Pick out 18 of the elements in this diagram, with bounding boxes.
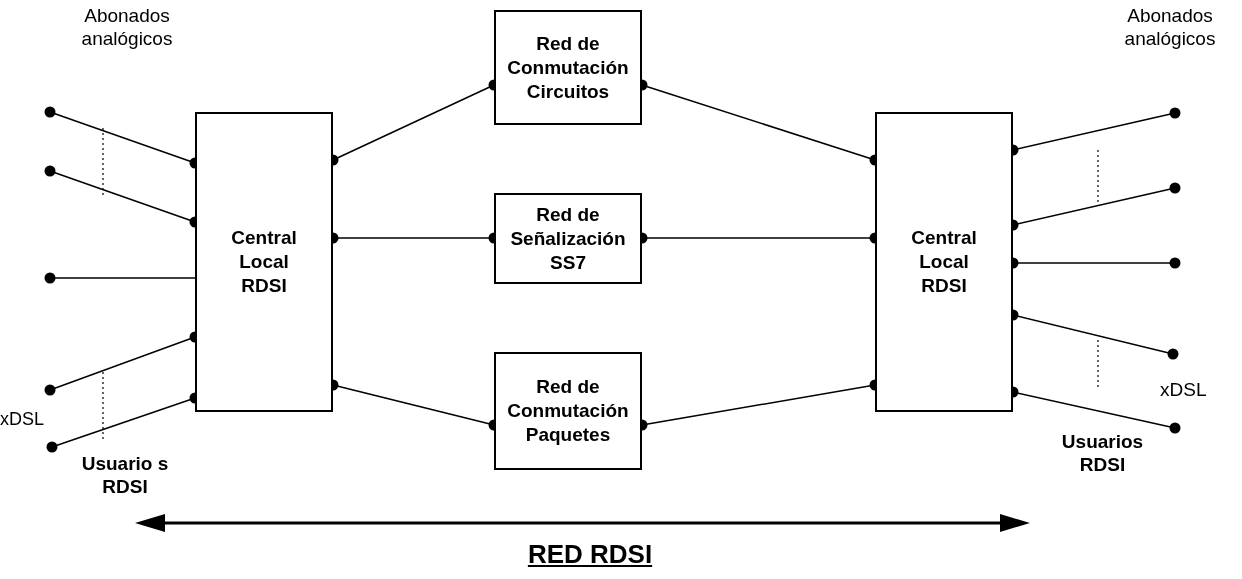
box-label: Red de Conmutación Circuitos: [506, 31, 630, 104]
process-box: [494, 193, 642, 284]
process-box: [875, 112, 1013, 412]
box-label: Central Local RDSI: [910, 226, 978, 298]
connector-line: [44, 272, 196, 284]
text-label: Usuario s RDSI: [80, 452, 170, 498]
text-label: Abonados analógicos: [80, 4, 174, 50]
text-label: xDSL: [1160, 378, 1208, 401]
process-box: [494, 352, 642, 470]
process-box: [494, 10, 642, 125]
process-box: [195, 112, 333, 412]
box-label: Red de Señalización SS7: [509, 202, 627, 275]
text-label: xDSL: [0, 408, 45, 431]
text-label: Abonados analógicos: [1123, 4, 1217, 50]
caption: RED RDSI: [526, 538, 654, 570]
text-label: Usuarios RDSI: [1060, 430, 1145, 476]
box-label: Central Local RDSI: [230, 226, 298, 298]
box-label: Red de Conmutación Paquetes: [506, 375, 630, 447]
